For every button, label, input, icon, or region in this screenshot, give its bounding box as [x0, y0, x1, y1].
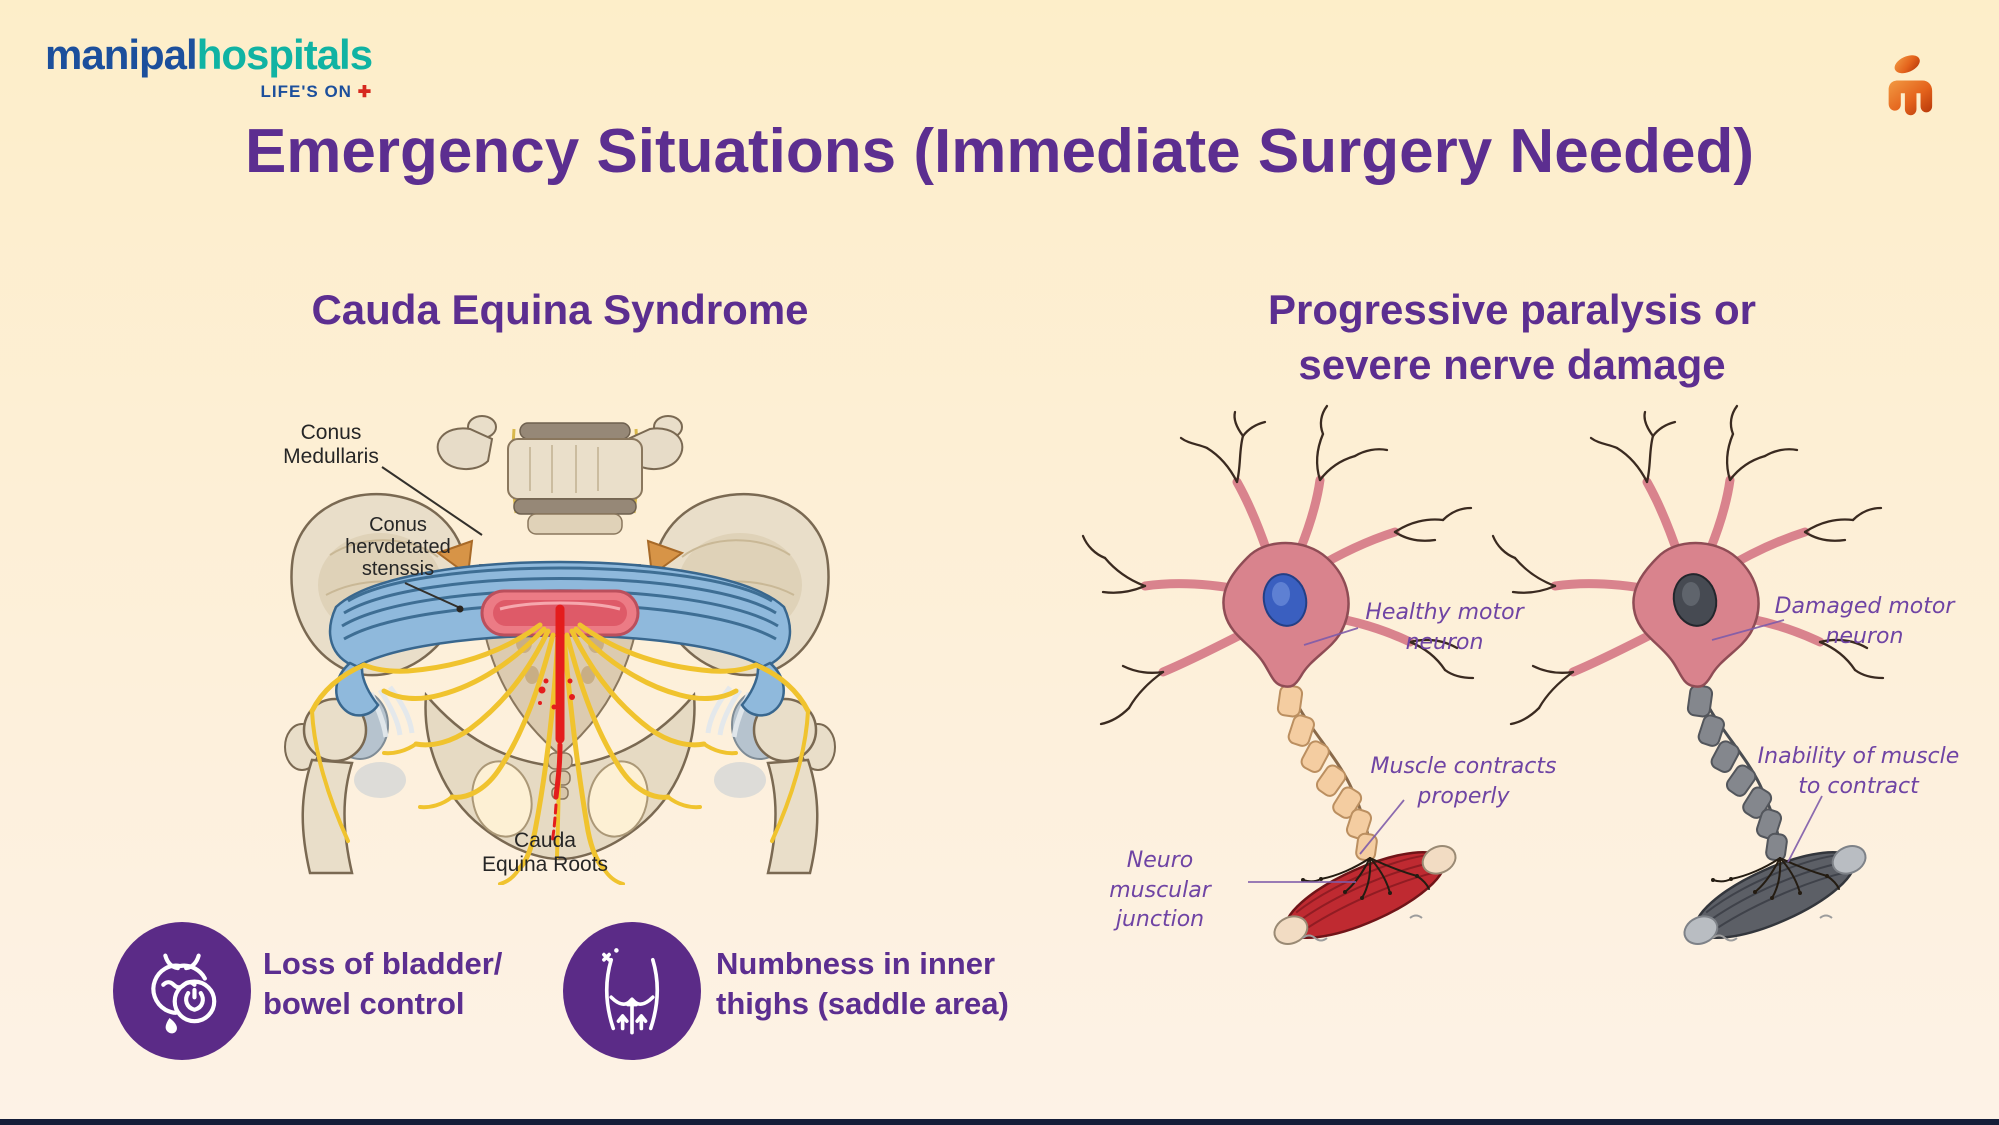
- red-cross-icon: ✚: [357, 84, 373, 101]
- damaged-neuron-illustration: [1475, 390, 1935, 950]
- muscle-contracts-label: Muscle contracts properly: [1370, 754, 1557, 809]
- bladder-icon: [151, 953, 217, 1034]
- damaged-neuron-label: Damaged motor neuron: [1774, 594, 1955, 649]
- stenosis-label: Conus: [369, 514, 427, 536]
- svg-text:Equina Roots: Equina Roots: [482, 853, 608, 876]
- neuromuscular-junction-label: Neuro muscular junction: [1109, 848, 1211, 933]
- saddle-symptom-text: Numbness in inner thighs (saddle area): [716, 946, 1009, 1021]
- logo-part-hospitals: hospitals: [196, 31, 373, 78]
- manipal-logo: manipalhospitals LIFE'S ON ✚: [45, 31, 373, 102]
- saddle-area-icon: [602, 948, 660, 1035]
- saddle-symptom-badge: [563, 922, 701, 1060]
- paralysis-section-heading: Progressive paralysis or severe nerve da…: [1268, 286, 1756, 388]
- svg-text:stenssis: stenssis: [362, 558, 434, 580]
- svg-text:Medullaris: Medullaris: [283, 445, 379, 468]
- cauda-section-heading: Cauda Equina Syndrome: [311, 286, 809, 333]
- pelvis-illustration: Conus Medullaris Conus hervdetated stens…: [230, 395, 890, 885]
- logo-wordmark: manipalhospitals: [45, 31, 373, 78]
- pelvis-svg: Conus Medullaris Conus hervdetated stens…: [283, 415, 890, 885]
- bladder-symptom-text: Loss of bladder/ bowel control: [263, 946, 503, 1021]
- bladder-symptom-badge: [113, 922, 251, 1060]
- logo-tagline: LIFE'S ON ✚: [260, 82, 373, 101]
- inability-muscle-label: Inability of muscle to contract: [1757, 744, 1960, 799]
- svg-text:hervdetated: hervdetated: [345, 536, 451, 558]
- footer-bar: [0, 1119, 1999, 1125]
- cauda-roots-label: Cauda: [514, 829, 576, 852]
- manipal-figure-icon: [1888, 55, 1933, 116]
- healthy-neuron-label: Healthy motor neuron: [1365, 600, 1524, 655]
- conus-medullaris-label: Conus: [301, 421, 362, 444]
- page-title: Emergency Situations (Immediate Surgery …: [244, 117, 1755, 186]
- logo-part-manipal: manipal: [45, 31, 198, 78]
- pelvis-labels: Conus Medullaris Conus hervdetated stens…: [283, 421, 608, 876]
